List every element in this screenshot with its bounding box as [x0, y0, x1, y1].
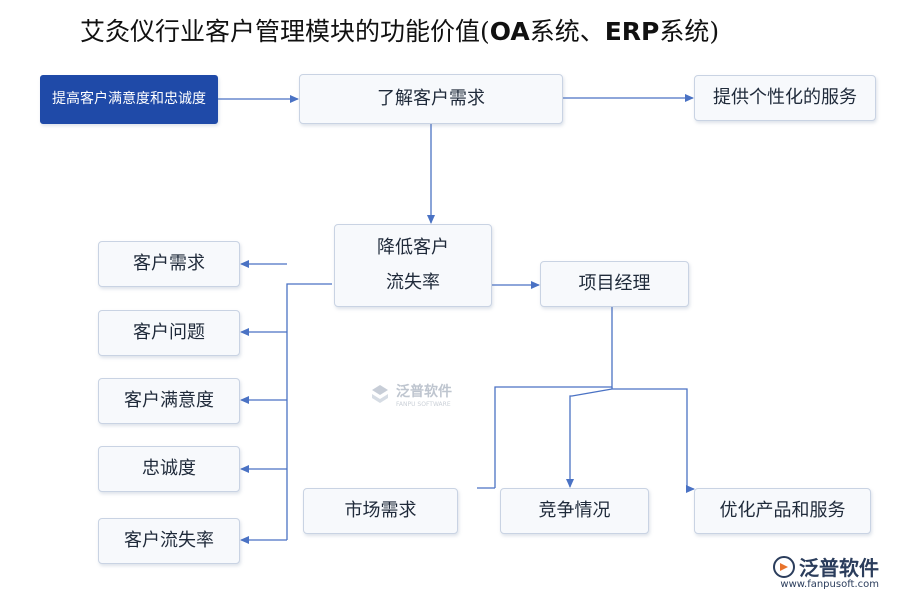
page-title: 艾灸仪行业客户管理模块的功能价值(OA系统、ERP系统) [80, 17, 720, 46]
project-manager-node: 项目经理 [540, 261, 689, 307]
optimize-products-node: 优化产品和服务 [694, 488, 871, 534]
personalized-service-node: 提供个性化的服务 [694, 75, 876, 121]
fanpu-logo-icon [372, 384, 388, 403]
customer-needs-node: 客户需求 [98, 241, 240, 287]
bus-pm-down [494, 307, 613, 488]
market-demand-node: 市场需求 [303, 488, 458, 534]
watermark-url: www.fanpusoft.com [780, 579, 879, 590]
fanpu-logo-icon [773, 555, 795, 578]
watermark-corner: 泛普软件 www.fanpusoft.com [772, 552, 879, 590]
watermark-center: 泛普软件 FANPU SOFTWARE [368, 381, 452, 408]
arrow-to-competition [566, 388, 613, 488]
watermark-brand: 泛普软件 [799, 556, 879, 580]
watermark-center-text: 泛普软件 [396, 384, 452, 400]
bus-churn-left [286, 283, 332, 540]
loyalty-node: 忠诚度 [98, 446, 240, 492]
customer-churn-node: 客户流失率 [98, 518, 240, 564]
reduce-churn-node: 降低客户 流失率 [334, 224, 492, 307]
customer-satisfaction-node: 客户满意度 [98, 378, 240, 424]
understand-needs-node: 了解客户需求 [299, 74, 563, 124]
customer-issues-node: 客户问题 [98, 310, 240, 356]
competition-node: 竞争情况 [500, 488, 649, 534]
arrow-to-optimize [612, 388, 695, 493]
watermark-center-subtext: FANPU SOFTWARE [396, 401, 451, 408]
improve-satisfaction-button[interactable]: 提高客户满意度和忠诚度 [40, 75, 218, 124]
